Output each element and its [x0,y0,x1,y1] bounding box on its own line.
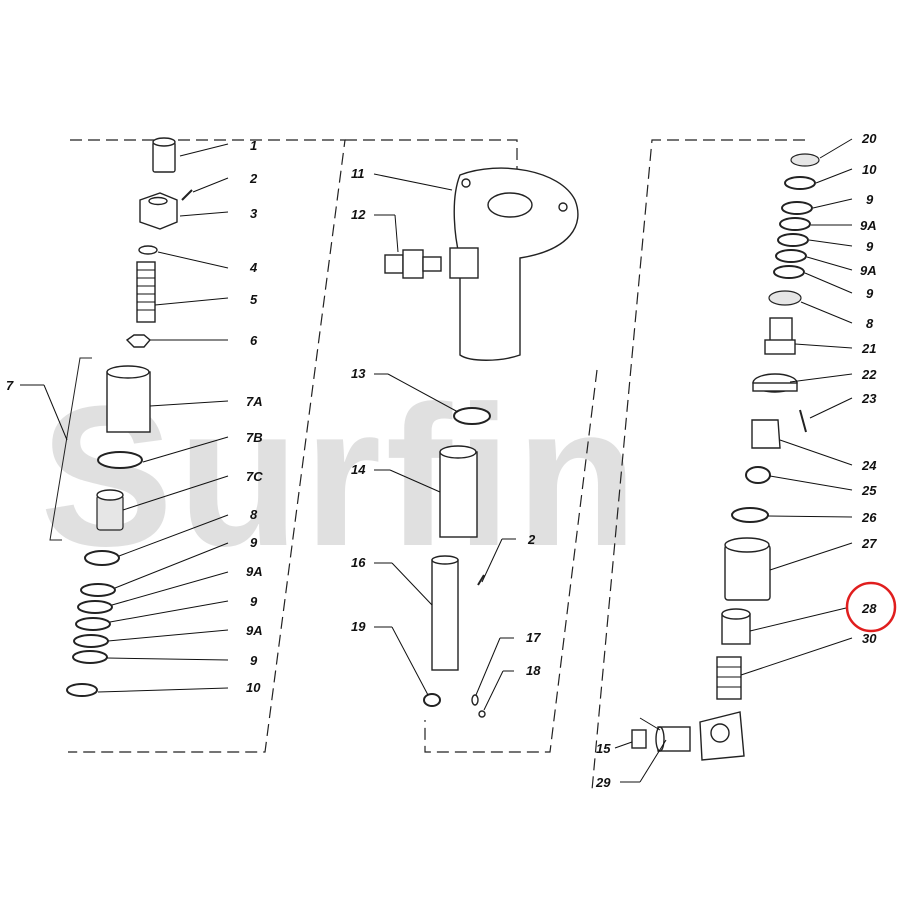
callout-2-middle: 2 [527,532,536,547]
part-7b-oring [97,451,143,469]
part-28-nut [721,608,751,645]
callout-22: 22 [861,367,877,382]
seal-stack-left [72,583,116,664]
part-14-sleeve [439,445,478,538]
part-11-pump-housing [449,167,579,361]
part-25-ring [745,466,771,484]
part-1-nut-cap [152,137,176,173]
part-18-pin [478,710,486,718]
group-7-bracket [49,357,92,541]
callout-9-right-1: 9 [866,192,874,207]
callout-18: 18 [526,663,541,678]
group-boundary-middle [345,139,518,170]
callout-3: 3 [250,206,258,221]
callout-12: 12 [351,207,366,222]
callout-13: 13 [351,366,366,381]
callout-15: 15 [596,741,611,756]
callout-7b: 7B [246,430,263,445]
callout-7c: 7C [246,469,263,484]
group-boundary-middle-lower [424,369,598,753]
part-29-fitting [655,726,691,752]
callout-8-right: 8 [866,316,874,331]
callout-9-left-3: 9 [250,653,258,668]
group-boundary-left [68,139,346,753]
part-27-manifold [724,537,771,601]
callout-10-left: 10 [246,680,261,695]
callout-9a-right-2: 9A [860,263,877,278]
part-21-fitting [764,317,796,355]
part-10-washer-left [66,683,98,697]
callout-2: 2 [249,171,258,186]
callout-7a: 7A [246,394,263,409]
callout-29: 29 [595,775,611,790]
part-24-clip [751,419,781,449]
part-2-pin-middle [477,574,485,586]
callout-7: 7 [6,378,14,393]
callout-6: 6 [250,333,258,348]
callout-21: 21 [861,341,876,356]
leader-lines [20,138,853,783]
callout-1: 1 [250,138,257,153]
part-19-ring [423,693,441,707]
group-boundary-right [591,139,805,791]
part-23-pin [799,409,807,433]
callout-19: 19 [351,619,366,634]
part-30-nipple [716,656,742,700]
callout-9-right-2: 9 [866,239,874,254]
seal-stack-right [773,176,816,279]
part-13-oring [453,407,491,425]
callout-23: 23 [861,391,877,406]
callout-20: 20 [861,131,877,146]
part-6-hex-nut-small [125,334,151,348]
part-elbow [699,711,745,761]
part-16-piston-rod [431,555,459,671]
callout-27: 27 [861,536,877,551]
callout-labels: 1 2 3 4 5 6 7 7A 7B 7C 8 9 9A 9 9A 9 10 … [6,131,877,790]
part-17-pin [471,694,479,706]
highlight-circle [845,581,897,633]
callout-10-right: 10 [862,162,877,177]
callout-17: 17 [526,630,541,645]
callout-9a-right-1: 9A [860,218,877,233]
part-20-washer [790,153,820,167]
part-8-washer-left [84,550,120,566]
part-7c-valve [96,489,124,531]
part-4-washer [138,245,158,255]
part-26-oring [731,507,769,523]
callout-9a-left-1: 9A [246,564,263,579]
part-3-hex-nut [139,192,178,230]
callout-11: 11 [351,166,365,181]
callout-14: 14 [351,462,366,477]
callout-5: 5 [250,292,258,307]
part-5-threaded-rod [136,261,156,323]
part-7a-sleeve [106,365,151,433]
part-12-fitting [384,249,442,279]
callout-24: 24 [861,458,877,473]
part-8-washer-right [768,290,802,306]
callout-26: 26 [861,510,877,525]
callout-25: 25 [861,483,877,498]
callout-16: 16 [351,555,366,570]
callout-28: 28 [861,601,877,616]
callout-8-left: 8 [250,507,258,522]
callout-9a-left-2: 9A [246,623,263,638]
callout-9-right-3: 9 [866,286,874,301]
callout-9-left-2: 9 [250,594,258,609]
callout-4: 4 [249,260,258,275]
part-2-pin [181,189,193,201]
callout-9-left-1: 9 [250,535,258,550]
callout-30: 30 [862,631,877,646]
part-15-cap [631,729,647,749]
part-22-collar [752,373,798,393]
